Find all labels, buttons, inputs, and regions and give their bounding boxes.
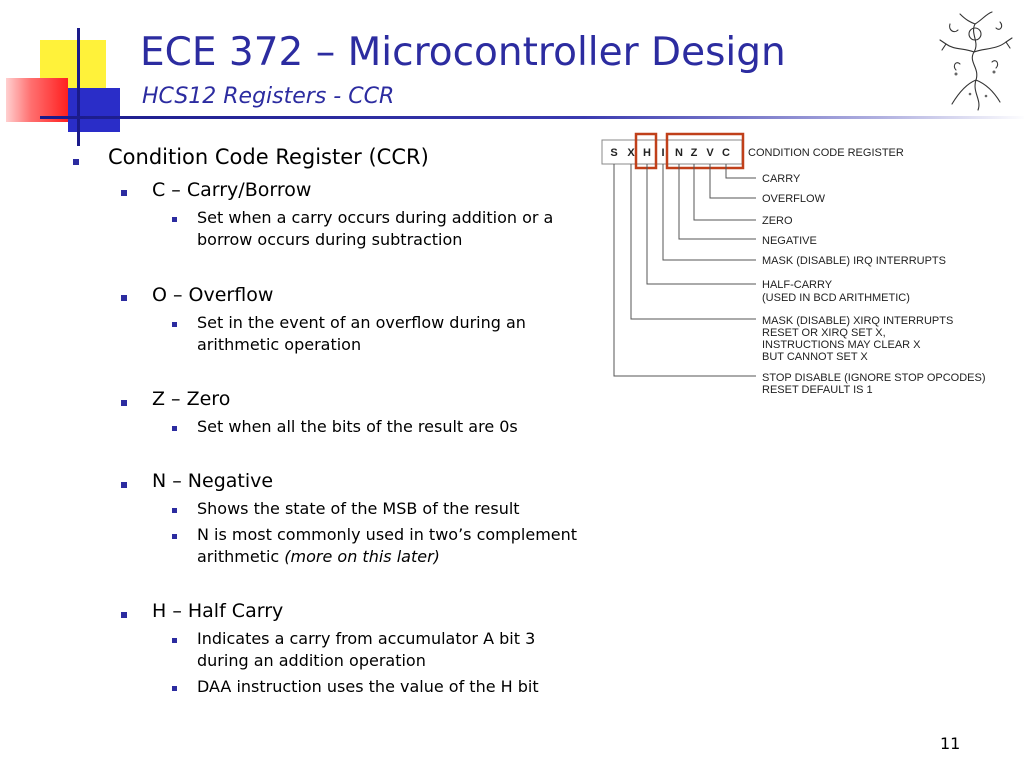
bit-i: I <box>661 147 664 159</box>
page-number: 11 <box>940 734 961 753</box>
label-xirq-line3: INSTRUCTIONS MAY CLEAR X <box>762 339 921 351</box>
bit-n: N <box>675 147 683 159</box>
flag-label-carry: C – Carry/Borrow <box>152 179 312 201</box>
flag-description: N is most commonly used in two’s complem… <box>197 524 582 568</box>
label-half-carry: HALF-CARRY <box>762 279 833 291</box>
label-stop-default: RESET DEFAULT IS 1 <box>762 384 873 396</box>
bullet-marker <box>121 612 127 618</box>
label-irq: MASK (DISABLE) IRQ INTERRUPTS <box>762 255 946 267</box>
register-box <box>601 139 743 165</box>
label-xirq-line4: BUT CANNOT SET X <box>762 351 868 363</box>
bullet-marker <box>172 508 177 513</box>
bullet-marker <box>121 190 127 196</box>
label-zero: ZERO <box>762 215 793 227</box>
flag-description: Indicates a carry from accumulator A bit… <box>197 629 536 670</box>
ccr-diagram: S X H I N Z V C CONDITION CODE REGISTER … <box>601 132 986 396</box>
decor-vertical-line <box>77 28 80 146</box>
label-half-carry-note: (USED IN BCD ARITHMETIC) <box>762 292 910 304</box>
bullet-marker <box>73 159 79 165</box>
bit-h: H <box>643 147 651 159</box>
bullet-marker <box>121 295 127 301</box>
flag-label-overflow: O – Overflow <box>152 284 274 306</box>
bullet-marker <box>172 217 177 222</box>
bullet-marker <box>121 482 127 488</box>
bullet-marker <box>172 426 177 431</box>
ccr-heading: Condition Code Register (CCR) <box>108 145 429 169</box>
flag-description: DAA instruction uses the value of the H … <box>197 677 539 696</box>
bit-s: S <box>610 147 617 159</box>
flag-description: Set when all the bits of the result are … <box>197 417 518 436</box>
label-xirq: MASK (DISABLE) XIRQ INTERRUPTS <box>762 315 953 327</box>
flag-description-note: (more on this later) <box>284 547 440 566</box>
label-xirq-line2: RESET OR XIRQ SET X, <box>762 327 886 339</box>
label-negative: NEGATIVE <box>762 235 817 247</box>
flag-description-text: N is most commonly used in two’s complem… <box>197 525 578 566</box>
highlight-nzvc-bits <box>665 132 745 170</box>
bullet-marker <box>172 638 177 643</box>
highlight-h-bit <box>634 132 658 170</box>
decor-red-block <box>6 78 68 122</box>
flag-description: Set in the event of an overflow during a… <box>197 313 526 354</box>
title-underline <box>40 116 1024 119</box>
bullet-marker <box>172 686 177 691</box>
sketch-logo-icon <box>939 11 1013 111</box>
label-stop: STOP DISABLE (IGNORE STOP OPCODES) <box>762 372 986 384</box>
bit-v: V <box>706 147 714 159</box>
flag-label-negative: N – Negative <box>152 470 274 492</box>
flag-label-half-carry: H – Half Carry <box>152 600 284 622</box>
label-overflow: OVERFLOW <box>762 193 826 205</box>
bullet-marker <box>172 322 177 327</box>
bit-z: Z <box>691 147 698 159</box>
bullet-marker <box>121 400 127 406</box>
flag-label-zero: Z – Zero <box>152 388 231 410</box>
bullet-marker <box>172 534 177 539</box>
slide-subtitle: HCS12 Registers - CCR <box>142 84 395 109</box>
bit-x: X <box>627 147 635 159</box>
bit-c: C <box>722 147 730 159</box>
register-name: CONDITION CODE REGISTER <box>748 147 904 159</box>
decor-blue-square <box>68 88 120 132</box>
slide-content: Condition Code Register (CCR) C – Carry/… <box>73 145 582 696</box>
flag-description: Set when a carry occurs during addition … <box>197 208 554 249</box>
label-carry: CARRY <box>762 173 801 185</box>
slide-title: ECE 372 – Microcontroller Design <box>140 30 786 75</box>
flag-description: Shows the state of the MSB of the result <box>197 499 520 518</box>
